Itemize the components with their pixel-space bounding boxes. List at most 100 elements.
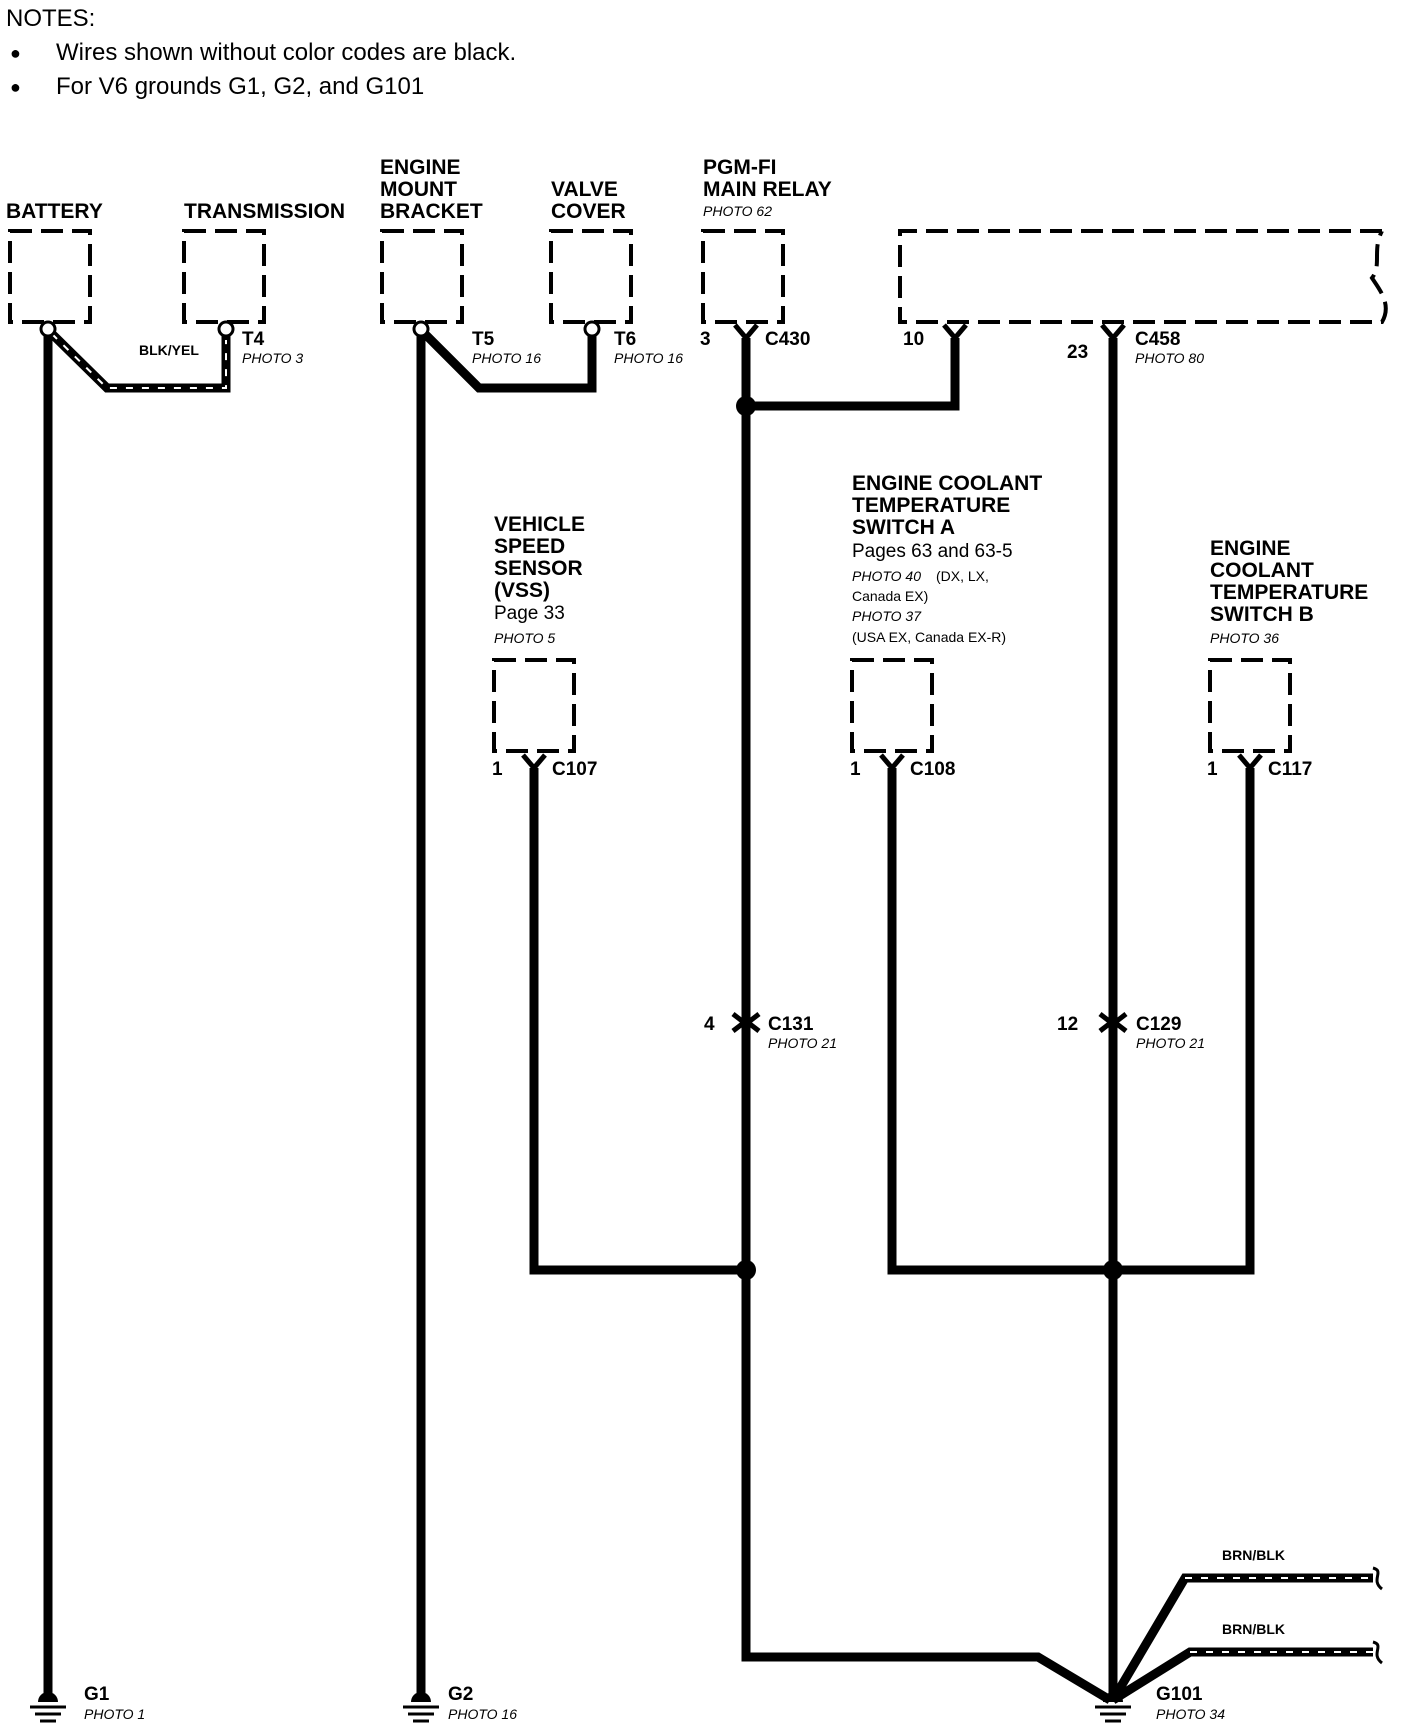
engine-mount-bracket-label: MOUNT bbox=[380, 178, 457, 201]
c129-pin: 12 bbox=[1057, 1014, 1078, 1035]
wire-color-brn-blk-lower: BRN/BLK bbox=[1222, 1621, 1285, 1637]
c107-pin: 1 bbox=[492, 759, 503, 780]
wire-g101-lead-upper bbox=[1109, 1573, 1373, 1703]
lead-end-upper-icon bbox=[1372, 1566, 1384, 1591]
transmission-terminal-icon bbox=[217, 320, 235, 338]
c458-photo: PHOTO 80 bbox=[1135, 350, 1204, 366]
t4-photo: PHOTO 3 bbox=[242, 350, 303, 366]
wire-g101-lead-lower bbox=[1110, 1647, 1373, 1704]
engine-mount-bracket-label: ENGINE bbox=[380, 156, 461, 179]
c458-pin-10: 10 bbox=[903, 329, 924, 350]
c458-pin23-connector-icon bbox=[1100, 323, 1126, 342]
battery-label: BATTERY bbox=[6, 200, 103, 223]
c108-connector-icon bbox=[879, 753, 905, 772]
ect-switch-b-box bbox=[1208, 658, 1292, 753]
battery-terminal-icon bbox=[39, 320, 57, 338]
wire-c430-g101 bbox=[741, 338, 1113, 1704]
c430-connector-icon bbox=[733, 323, 759, 342]
engine-mount-bracket-label: BRACKET bbox=[380, 200, 483, 223]
transmission-label: TRANSMISSION bbox=[184, 200, 345, 223]
vss-label: VEHICLE bbox=[494, 513, 585, 536]
g2-ground-icon bbox=[403, 1692, 439, 1723]
c430-pin: 3 bbox=[700, 329, 711, 350]
valve-cover-label: VALVE bbox=[551, 178, 618, 201]
ect-switch-a-label: ENGINE COOLANT bbox=[852, 472, 1042, 495]
c131-pin: 4 bbox=[704, 1014, 715, 1035]
lead-end-lower-icon bbox=[1372, 1640, 1384, 1665]
g2-photo: PHOTO 16 bbox=[448, 1706, 517, 1722]
ect-switch-a-photo-37-note: (USA EX, Canada EX-R) bbox=[852, 629, 1006, 645]
ect-switch-a-label: SWITCH A bbox=[852, 516, 955, 539]
transmission-box bbox=[182, 229, 266, 324]
vss-label: (VSS) bbox=[494, 579, 550, 602]
wire-color-blk-yel: BLK/YEL bbox=[139, 342, 199, 358]
note-item: Wires shown without color codes are blac… bbox=[6, 36, 516, 70]
vss-page-ref: Page 33 bbox=[494, 603, 565, 624]
c117-pin: 1 bbox=[1207, 759, 1218, 780]
t6-label: T6 bbox=[614, 329, 636, 350]
g101-ground-icon bbox=[1095, 1692, 1131, 1723]
c131-connector-icon bbox=[731, 1012, 761, 1033]
notes-heading: NOTES: bbox=[6, 5, 96, 32]
wire-battery-transmission bbox=[44, 326, 231, 393]
g2-label: G2 bbox=[448, 1684, 473, 1705]
pgm-fi-main-relay-box bbox=[701, 229, 785, 324]
c458-pin10-connector-icon bbox=[942, 323, 968, 342]
ect-switch-b-label: ENGINE bbox=[1210, 537, 1291, 560]
wire-c108 bbox=[887, 768, 1113, 1275]
c430-label: C430 bbox=[765, 329, 810, 350]
ect-switch-a-photo-40: PHOTO 40 bbox=[852, 568, 921, 584]
vss-label: SENSOR bbox=[494, 557, 583, 580]
t6-photo: PHOTO 16 bbox=[614, 350, 683, 366]
note-item: For V6 grounds G1, G2, and G101 bbox=[6, 70, 516, 104]
notes-list: Wires shown without color codes are blac… bbox=[6, 36, 516, 104]
c458-component-box bbox=[898, 229, 1388, 324]
g1-ground-icon bbox=[30, 1692, 66, 1723]
engine-mount-bracket-box bbox=[380, 229, 464, 324]
valve-cover-label: COVER bbox=[551, 200, 626, 223]
wire-bracket-valve-cover bbox=[417, 326, 597, 393]
vss-box bbox=[492, 658, 576, 753]
c458-pin-23: 23 bbox=[1067, 342, 1088, 363]
c108-label: C108 bbox=[910, 759, 955, 780]
g101-photo: PHOTO 34 bbox=[1156, 1706, 1225, 1722]
ect-switch-a-photo-40-note: (DX, LX, bbox=[936, 568, 989, 584]
c117-connector-icon bbox=[1237, 753, 1263, 772]
ect-switch-b-label: COOLANT bbox=[1210, 559, 1314, 582]
c131-photo: PHOTO 21 bbox=[768, 1035, 837, 1051]
c131-label: C131 bbox=[768, 1014, 814, 1035]
valve-cover-box bbox=[549, 229, 633, 324]
wire-c458-pin10 bbox=[746, 338, 960, 411]
ect-switch-a-photo-37: PHOTO 37 bbox=[852, 608, 922, 624]
notes-block: NOTES: Wires shown without color codes a… bbox=[6, 2, 516, 104]
ect-switch-b-label: TEMPERATURE bbox=[1210, 581, 1368, 604]
pgm-fi-main-relay-photo: PHOTO 62 bbox=[703, 203, 772, 219]
c458-label: C458 bbox=[1135, 329, 1180, 350]
pgm-fi-main-relay-label: MAIN RELAY bbox=[703, 178, 832, 201]
c129-photo: PHOTO 21 bbox=[1136, 1035, 1205, 1051]
wire-c117 bbox=[1113, 768, 1255, 1275]
ect-switch-b-label: SWITCH B bbox=[1210, 603, 1314, 626]
battery-box bbox=[8, 229, 92, 324]
g101-label: G101 bbox=[1156, 1684, 1203, 1705]
wire-c107 bbox=[529, 768, 746, 1275]
t4-label: T4 bbox=[242, 329, 265, 350]
wire-stripe-blk-yel bbox=[51, 333, 227, 389]
splice-c430-c458 bbox=[736, 396, 756, 416]
ect-switch-a-photo-40-note: Canada EX) bbox=[852, 588, 928, 604]
pgm-fi-main-relay-label: PGM-FI bbox=[703, 156, 777, 179]
splice-c108-c117 bbox=[1103, 1260, 1123, 1280]
ect-switch-a-label: TEMPERATURE bbox=[852, 494, 1010, 517]
c107-label: C107 bbox=[552, 759, 597, 780]
vss-photo: PHOTO 5 bbox=[494, 630, 555, 646]
splice-c107 bbox=[736, 1260, 756, 1280]
t5-label: T5 bbox=[472, 329, 495, 350]
ect-switch-a-box bbox=[850, 658, 934, 753]
c129-label: C129 bbox=[1136, 1014, 1181, 1035]
t5-photo: PHOTO 16 bbox=[472, 350, 541, 366]
bracket-terminal-icon bbox=[412, 320, 430, 338]
ect-switch-a-page-ref: Pages 63 and 63-5 bbox=[852, 541, 1013, 562]
c129-connector-icon bbox=[1098, 1012, 1128, 1033]
ect-switch-b-photo: PHOTO 36 bbox=[1210, 630, 1279, 646]
